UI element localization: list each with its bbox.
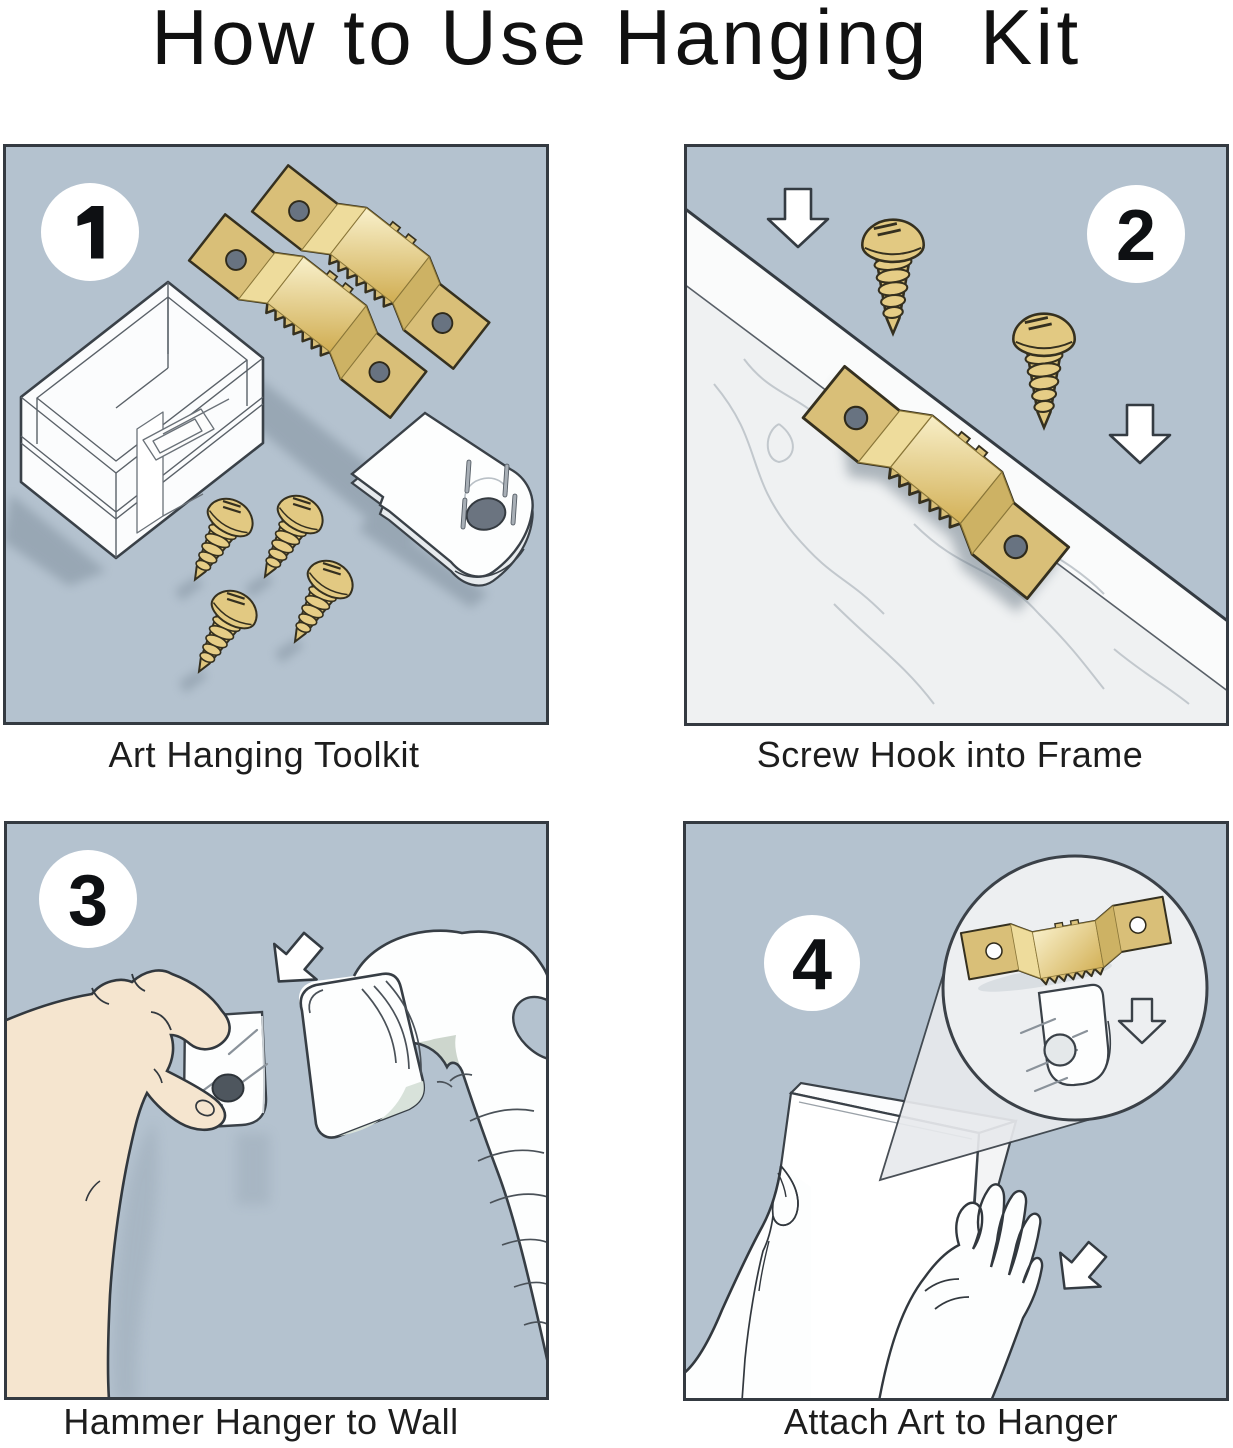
svg-text:2: 2 (1116, 196, 1156, 276)
svg-text:4: 4 (792, 925, 832, 1005)
svg-text:3: 3 (68, 861, 108, 941)
